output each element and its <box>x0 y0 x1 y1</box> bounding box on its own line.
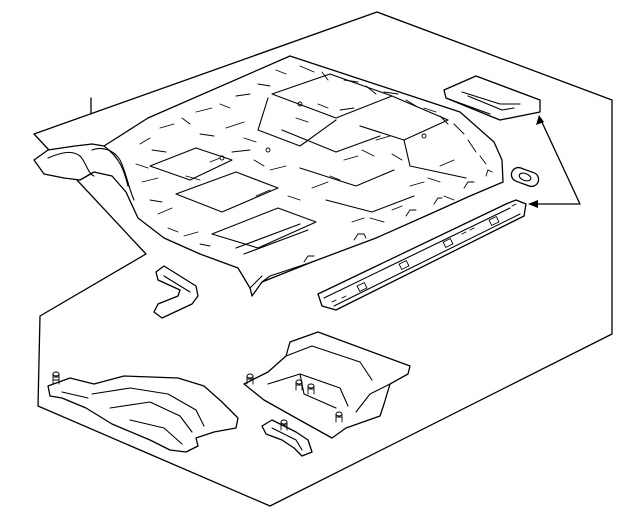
grommet <box>510 166 540 188</box>
front-bracket <box>153 265 199 319</box>
left-floor-panel <box>47 371 239 453</box>
center-floor-panel <box>243 331 411 439</box>
group-outline <box>33 11 613 507</box>
arrows <box>528 115 581 208</box>
floor-pan <box>33 55 504 297</box>
upper-bracket <box>443 75 541 121</box>
rocker-reinforcement <box>317 199 527 311</box>
small-bracket <box>261 419 313 457</box>
